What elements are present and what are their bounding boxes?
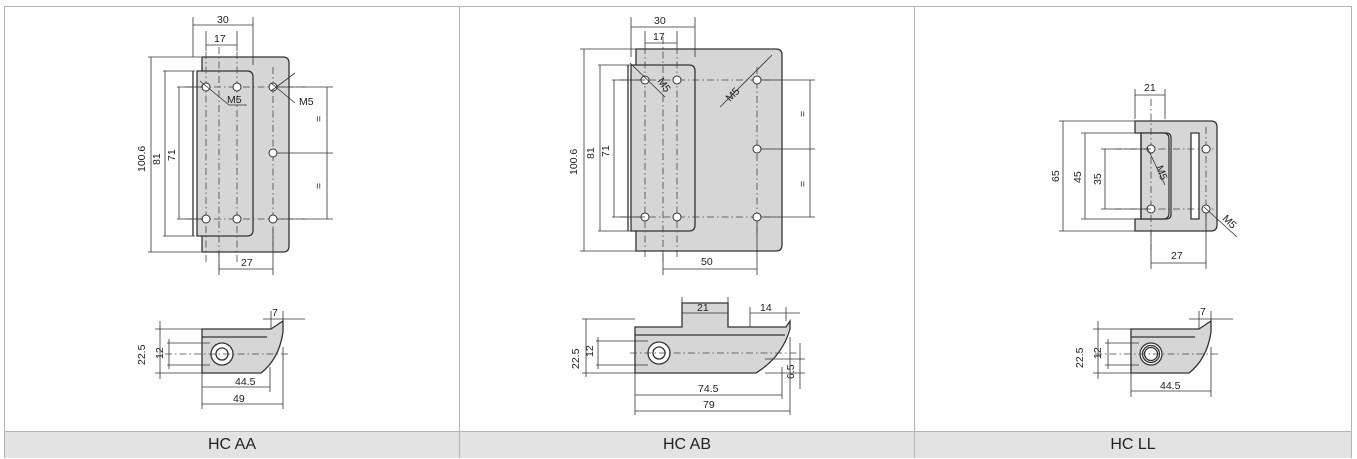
hc-ab-dim-eq-top: =	[797, 111, 809, 117]
hc-aa-front-view: 30 17 100.6 81 71 = = M5 M5 27	[136, 14, 333, 275]
hc-aa-dim-eq-top: =	[313, 116, 325, 122]
caption-hc-ll: HC LL	[1110, 436, 1156, 453]
hc-ab-dim-14: 14	[760, 302, 772, 314]
hc-ab-dim-6-5: 6.5	[785, 364, 797, 379]
hc-ab-dim-21: 21	[697, 302, 709, 314]
hc-aa-dim-81: 81	[151, 153, 163, 165]
hc-aa-dim-100-6: 100.6	[136, 146, 148, 172]
hc-aa-thread-b: M5	[299, 96, 314, 108]
hc-aa-dim-17: 17	[214, 33, 226, 45]
hc-aa-dim-7: 7	[272, 307, 278, 319]
hc-ab-front-view: 30 17 100.6 81 71 = = M5 M5 50	[568, 15, 815, 275]
hc-aa-dim-22-5: 22.5	[136, 344, 148, 365]
hc-ll-slot	[1190, 132, 1200, 220]
panel-hc-ll: 21 65 45 35 M5 M5 27 22.5	[915, 7, 1351, 431]
hc-ab-dim-50: 50	[701, 256, 713, 268]
caption-hc-aa: HC AA	[5, 432, 460, 458]
hc-ll-dim-21: 21	[1144, 82, 1156, 94]
hc-aa-dim-eq-bottom: =	[313, 183, 325, 189]
caption-hc-ab: HC AB	[460, 432, 915, 458]
hc-ab-dim-17: 17	[653, 31, 665, 43]
hc-ab-dim-81: 81	[585, 147, 597, 159]
hc-ll-hinge-leaf	[1140, 132, 1170, 220]
hc-ll-drawing: 21 65 45 35 M5 M5 27 22.5	[1050, 82, 1239, 397]
hc-ll-side-view: 22.5 12 7 44.5	[1074, 306, 1233, 397]
hc-ab-dim-eq-bottom: =	[797, 181, 809, 187]
hc-ab-hinge-leaf	[630, 64, 696, 232]
hc-ab-dim-79: 79	[703, 399, 715, 411]
hc-ll-thread-b: M5	[1220, 213, 1239, 232]
hc-aa-side-view: 22.5 12 7 44.5 49	[136, 307, 305, 409]
hc-aa-drawing: 30 17 100.6 81 71 = = M5 M5 27	[136, 14, 333, 409]
hc-aa-dim-49: 49	[233, 393, 245, 405]
hc-ll-thread-a: M5	[1153, 164, 1169, 182]
hc-ll-dim-45: 45	[1072, 171, 1084, 183]
hc-aa-dim-27: 27	[241, 257, 253, 269]
hc-ab-dim-100-6: 100.6	[568, 149, 580, 175]
hc-aa-dim-44-5: 44.5	[235, 376, 256, 388]
hc-ab-dim-74-5: 74.5	[698, 383, 719, 395]
hc-ll-dim-7: 7	[1200, 306, 1206, 318]
hc-ab-drawing: 30 17 100.6 81 71 = = M5 M5 50	[568, 15, 815, 415]
hc-aa-thread-a: M5	[227, 94, 242, 106]
hc-aa-dim-12: 12	[154, 347, 166, 359]
hc-ab-side-view: 21 14 22.5 12 6.5 74.5 79	[570, 297, 805, 415]
hc-ll-dim-35: 35	[1092, 173, 1104, 185]
hc-ab-dim-22-5: 22.5	[570, 348, 582, 369]
drawing-sheet: 30 17 100.6 81 71 = = M5 M5 27	[4, 6, 1352, 458]
hc-ll-dim-65: 65	[1050, 170, 1062, 182]
caption-row: HC AA HC AB HC LL	[5, 431, 1351, 458]
panel-hc-aa: 30 17 100.6 81 71 = = M5 M5 27	[5, 7, 460, 431]
hc-aa-dim-71: 71	[166, 149, 178, 161]
hc-ll-dim-27: 27	[1171, 250, 1183, 262]
hc-ll-dim-44-5: 44.5	[1160, 380, 1181, 392]
hc-ab-dim-30: 30	[654, 15, 666, 27]
hc-aa-hinge-leaf	[196, 70, 254, 237]
hc-ab-dim-12: 12	[584, 345, 596, 357]
hc-aa-dim-30: 30	[217, 14, 229, 26]
panel-hc-ab: 30 17 100.6 81 71 = = M5 M5 50	[460, 7, 915, 431]
hc-ab-dim-71: 71	[600, 145, 612, 157]
hc-ll-front-view: 21 65 45 35 M5 M5 27	[1050, 82, 1239, 269]
hc-ll-dim-12: 12	[1092, 347, 1104, 359]
hc-ll-dim-22-5: 22.5	[1074, 347, 1086, 368]
